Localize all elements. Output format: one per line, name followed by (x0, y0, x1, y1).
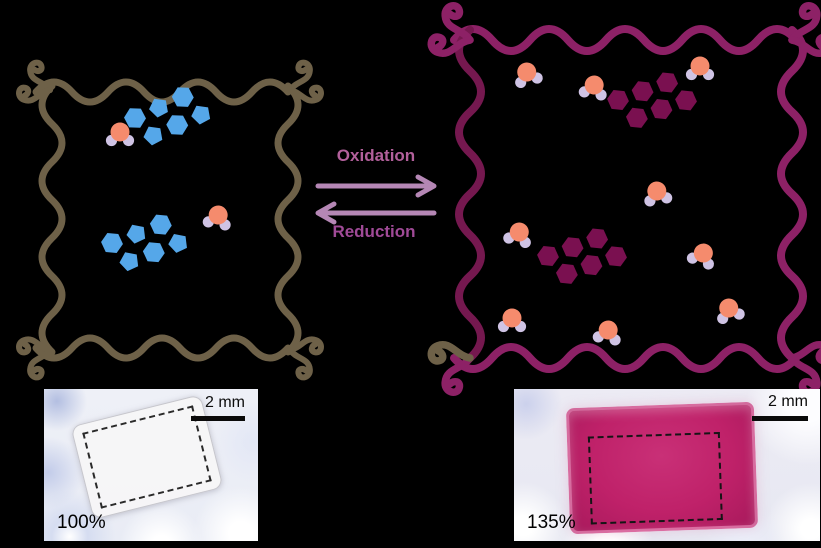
guest-molecule-oxidized (604, 68, 700, 132)
molecule-layer (98, 56, 747, 347)
guest-molecule-oxidized-unit (578, 251, 605, 280)
photo-reduced-gel: 2 mm 100% (44, 389, 258, 541)
guest-molecule-reduced (98, 210, 191, 273)
guest-molecule-reduced-unit (98, 229, 126, 257)
scale-label: 2 mm (768, 393, 808, 410)
swelling-label: 135% (527, 512, 576, 533)
water-molecule (712, 295, 747, 326)
network-edge-right (777, 26, 807, 362)
network-edge-left (455, 26, 485, 362)
guest-molecule-oxidized-unit (648, 95, 675, 124)
network-reduced (18, 61, 321, 379)
water-molecule (685, 56, 715, 81)
photo-oxidized-gel: 2 mm 135% (514, 389, 820, 541)
guest-molecule-oxidized-unit (602, 242, 630, 271)
water-molecule (577, 73, 610, 102)
water-molecule (501, 219, 536, 250)
scale-bar (752, 416, 808, 421)
ribbon-curl (792, 342, 821, 361)
network-edge-right (274, 82, 302, 356)
guest-molecule-oxidized-unit (553, 259, 581, 288)
water-molecule (497, 308, 527, 333)
oxidized-gel (565, 401, 759, 535)
water-molecule (591, 318, 624, 347)
network-edge-bottom (450, 343, 800, 373)
network-oxidized (430, 4, 821, 394)
guest-molecule-reduced-unit (140, 238, 168, 267)
network-edge-bottom (32, 334, 292, 362)
oxidation-label: Oxidation (336, 146, 416, 165)
guest-molecule-reduced-unit (116, 248, 142, 273)
swelling-label: 100% (57, 512, 106, 533)
water-molecule (510, 59, 545, 90)
guest-molecule-oxidized-unit (672, 86, 700, 115)
guest-molecule-reduced-unit (147, 210, 175, 239)
guest-molecule-reduced-unit (123, 220, 149, 246)
reduction-arrow-head (315, 201, 337, 225)
network-edge-top (32, 78, 292, 106)
guest-molecule-oxidized-unit (653, 68, 681, 97)
guest-molecule-oxidized-unit (604, 86, 632, 114)
guest-molecule-oxidized-unit (623, 103, 651, 132)
guest-molecule-oxidized-unit (534, 242, 562, 270)
reduced-gel (70, 394, 224, 520)
guest-molecule-reduced-unit (165, 229, 191, 255)
water-molecule (685, 239, 720, 272)
guest-molecule-oxidized (534, 224, 630, 288)
water-molecule (201, 203, 234, 232)
reduction-label: Reduction (332, 222, 416, 241)
guest-molecule-oxidized-unit (559, 233, 586, 262)
guest-molecule-reduced-unit (140, 122, 166, 148)
reduction-arrow (315, 201, 437, 225)
water-molecule (641, 179, 674, 208)
scale-bar (191, 416, 245, 421)
network-edge-top (450, 25, 800, 55)
network-edge-left (38, 82, 66, 356)
guest-molecule-reduced-unit (163, 110, 191, 140)
oxidation-arrow (315, 174, 437, 198)
oxidation-arrow-head (415, 174, 437, 198)
guest-molecule-oxidized-unit (583, 224, 611, 253)
guest-molecule-reduced-unit (188, 101, 214, 127)
gel-outline-dashed (587, 431, 723, 525)
scale-label: 2 mm (205, 394, 245, 411)
guest-molecule-oxidized-unit (629, 77, 656, 106)
